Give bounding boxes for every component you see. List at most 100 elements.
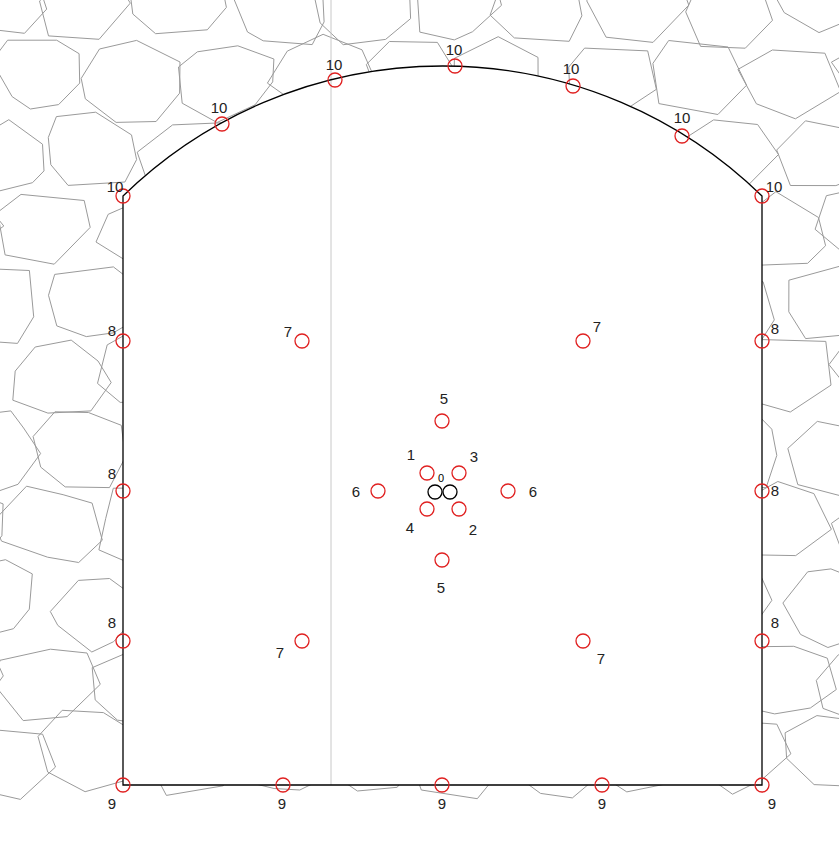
callout-number: 3 <box>470 449 478 464</box>
rock-block <box>777 121 839 186</box>
rock-block <box>130 0 227 34</box>
rock-block <box>815 185 839 261</box>
blast-hole <box>371 484 385 498</box>
callout-number: 10 <box>326 57 343 72</box>
blast-hole <box>420 466 434 480</box>
callout-number: 5 <box>437 580 445 595</box>
rock-block <box>653 41 747 115</box>
callout-number: 10 <box>446 42 463 57</box>
blast-hole <box>576 334 590 348</box>
blast-hole <box>420 502 434 516</box>
tunnel-interior <box>123 66 762 785</box>
rock-block <box>789 266 839 339</box>
callout-number: 4 <box>406 520 414 535</box>
blast-hole <box>755 334 769 348</box>
blast-hole <box>501 484 515 498</box>
blast-hole <box>452 466 466 480</box>
callout-number: 7 <box>284 324 292 339</box>
callout-number: 1 <box>407 447 415 462</box>
blast-hole <box>435 778 449 792</box>
callout-number: 10 <box>766 179 783 194</box>
blast-hole <box>755 484 769 498</box>
empty-hole <box>443 485 457 499</box>
callout-number: 7 <box>276 645 284 660</box>
tunnel-outline <box>123 66 762 785</box>
rock-block <box>788 421 839 497</box>
rock-block <box>0 411 41 493</box>
callout-number: 6 <box>352 484 360 499</box>
rock-block <box>38 710 134 791</box>
callout-number: 8 <box>108 466 116 481</box>
callout-number: 9 <box>278 796 286 811</box>
rock-block <box>686 0 773 48</box>
callout-number: 2 <box>469 522 477 537</box>
callout-number: 10 <box>674 110 691 125</box>
blast-hole <box>295 334 309 348</box>
rock-block <box>0 0 47 33</box>
blast-hole <box>675 129 689 143</box>
blast-hole <box>116 334 130 348</box>
blast-hole <box>276 778 290 792</box>
blast-hole <box>435 414 449 428</box>
callout-number: 8 <box>771 483 779 498</box>
callout-number: 8 <box>771 615 779 630</box>
callout-number: 9 <box>768 796 776 811</box>
rock-block <box>490 0 582 41</box>
rock-block <box>0 269 34 344</box>
blast-hole <box>595 778 609 792</box>
callout-number: 5 <box>440 391 448 406</box>
rock-block <box>48 112 136 185</box>
blast-hole <box>116 778 130 792</box>
callout-number: 6 <box>529 484 537 499</box>
blast-hole <box>452 502 466 516</box>
callout-number: 10 <box>107 179 124 194</box>
rock-block <box>738 50 839 119</box>
rock-block <box>33 412 125 488</box>
callout-number: 9 <box>438 796 446 811</box>
rock-block <box>785 716 839 787</box>
rock-block <box>13 340 111 413</box>
rock-block <box>0 486 102 562</box>
blast-hole <box>448 59 462 73</box>
callout-number: 0 <box>438 473 444 484</box>
rock-block <box>831 500 839 567</box>
rock-block <box>587 0 689 42</box>
rock-block <box>81 40 180 122</box>
guide-line <box>331 0 332 785</box>
rock-block <box>232 0 324 45</box>
blast-hole <box>576 634 590 648</box>
callout-number: 10 <box>563 61 580 76</box>
rock-texture <box>0 0 839 799</box>
rock-block <box>829 339 839 402</box>
callout-number: 7 <box>597 651 605 666</box>
rock-block <box>831 32 839 108</box>
rock-block <box>772 0 839 33</box>
rock-block <box>315 0 411 45</box>
rock-block <box>0 490 3 566</box>
blast-hole <box>435 553 449 567</box>
blast-holes <box>116 59 769 792</box>
rock-block <box>0 40 80 109</box>
callout-number: 10 <box>211 100 228 115</box>
blast-hole <box>566 79 580 93</box>
blast-hole <box>328 73 342 87</box>
rock-block <box>0 194 90 264</box>
rock-block <box>0 120 44 194</box>
rock-block <box>0 730 56 799</box>
rock-block <box>816 655 839 723</box>
empty-hole <box>428 485 442 499</box>
callout-number: 9 <box>108 796 116 811</box>
callout-number: 8 <box>108 615 116 630</box>
blast-hole <box>295 634 309 648</box>
callout-number: 8 <box>108 323 116 338</box>
callout-number: 9 <box>598 796 606 811</box>
callout-number: 7 <box>593 319 601 334</box>
empty-holes <box>428 485 457 499</box>
rock-block <box>40 0 131 39</box>
rock-block <box>783 569 839 648</box>
rock-block <box>0 649 100 720</box>
blast-hole <box>215 117 229 131</box>
blast-hole <box>755 634 769 648</box>
callout-number: 8 <box>771 321 779 336</box>
